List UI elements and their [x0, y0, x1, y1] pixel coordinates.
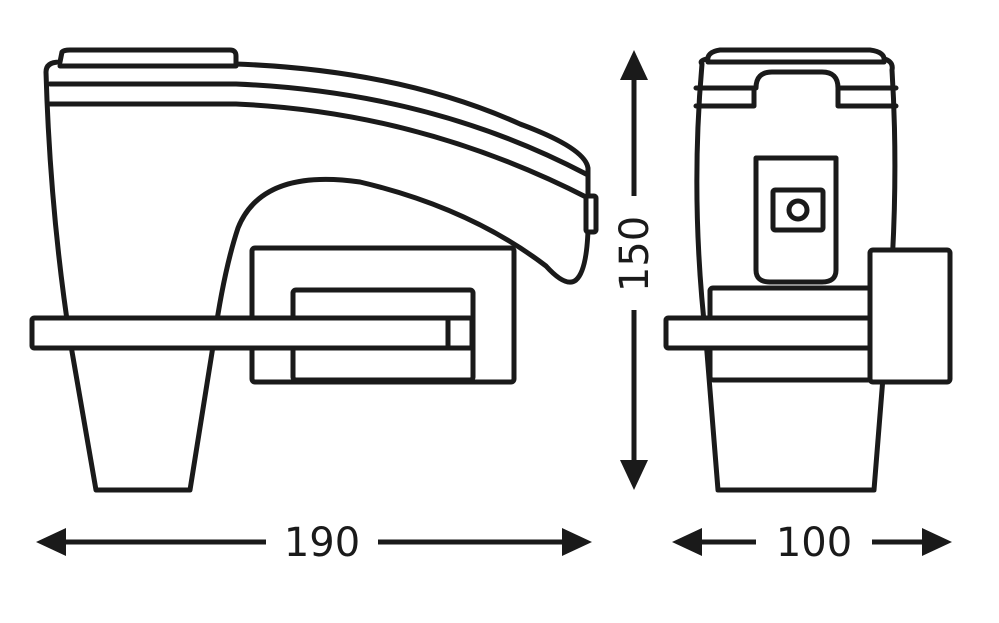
front-cap-band — [693, 85, 757, 109]
arrow-right-icon — [562, 528, 592, 556]
front-shelf-bar — [663, 315, 875, 351]
front-wall-plate — [867, 247, 953, 385]
arrow-left-icon — [36, 528, 66, 556]
arrow-left-icon — [672, 528, 702, 556]
dimension-width-side: 190 — [36, 520, 592, 566]
side-body — [43, 47, 591, 493]
arrow-right-icon — [922, 528, 952, 556]
front-sensor-icon — [786, 198, 810, 222]
front-window — [753, 69, 841, 91]
arrow-up-icon — [620, 50, 648, 80]
dimension-100-label: 100 — [776, 520, 852, 566]
side-lid-line-1 — [47, 81, 589, 177]
dimension-150-label: 150 — [612, 216, 658, 292]
side-lid-line-2 — [47, 101, 591, 201]
dimension-190-label: 190 — [284, 520, 360, 566]
front-view — [663, 47, 953, 493]
front-top-cap — [705, 47, 887, 65]
side-shelf-bar — [29, 315, 475, 351]
side-sensor — [583, 193, 599, 235]
arrow-down-icon — [620, 460, 648, 490]
dimension-height: 150 — [612, 50, 658, 490]
front-cap-band-right — [835, 85, 899, 109]
side-view — [29, 47, 599, 493]
dimension-width-front: 100 — [672, 520, 952, 566]
